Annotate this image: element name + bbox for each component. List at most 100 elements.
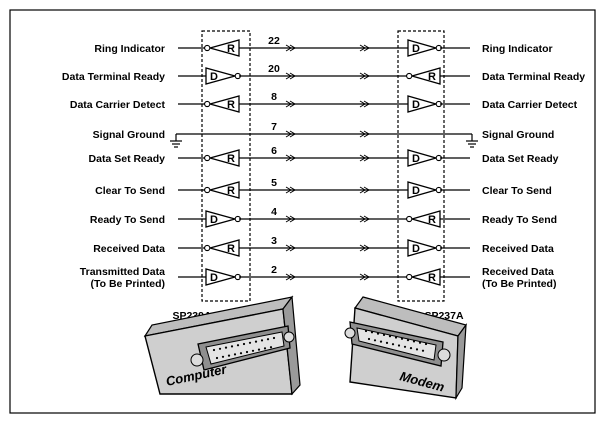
- left-gate-type: D: [210, 71, 218, 83]
- left-gate-type: D: [210, 272, 218, 284]
- connector-chevron: [285, 130, 292, 138]
- connector-chevron: [285, 186, 292, 194]
- inverter-bubble: [204, 186, 211, 194]
- connector-chevron: [359, 215, 366, 223]
- right-gate-type: D: [412, 185, 420, 197]
- connector-chevron: [285, 154, 292, 162]
- pin-number: 8: [271, 91, 277, 103]
- connector-chevron: [363, 154, 370, 162]
- connector-chevron: [363, 215, 370, 223]
- connector-chevron: [285, 244, 292, 252]
- connector-chevron: [285, 273, 292, 281]
- right-gate-type: D: [412, 153, 420, 165]
- diagram-border: [9, 9, 596, 414]
- connector-pins: [364, 329, 428, 352]
- right-driver-gate: [407, 239, 439, 257]
- inverter-bubble: [406, 215, 413, 223]
- right-signal-sublabel: (To Be Printed): [482, 278, 556, 290]
- connector-chevron: [359, 273, 366, 281]
- right-signal-label: Ready To Send: [482, 214, 557, 226]
- connector-chevron: [363, 72, 370, 80]
- right-signal-label: Ring Indicator: [482, 43, 553, 55]
- right-driver-gate: [407, 149, 439, 167]
- inverter-bubble: [204, 244, 211, 252]
- left-signal-label: Transmitted Data: [80, 266, 165, 278]
- pin-number: 2: [271, 264, 277, 276]
- right-driver-gate: [407, 39, 439, 57]
- inverter-bubble: [406, 72, 413, 80]
- left-driver-gate: [205, 210, 238, 228]
- right-signal-label: Received Data: [482, 266, 554, 278]
- left-signal-label: Clear To Send: [95, 185, 165, 197]
- pin-number: 20: [268, 63, 280, 75]
- computer-connector: Computer: [143, 295, 301, 396]
- connector-chevron: [285, 100, 292, 108]
- pin-number: 7: [271, 121, 277, 133]
- left-driver-gate: [205, 268, 238, 286]
- left-signal-label: Signal Ground: [93, 129, 165, 141]
- right-driver-gate: [407, 181, 439, 199]
- connector-chevron: [359, 130, 366, 138]
- right-signal-label: Received Data: [482, 243, 554, 255]
- left-gate-type: R: [227, 43, 235, 55]
- connector-chevron: [289, 244, 296, 252]
- connector-chevron: [363, 100, 370, 108]
- right-signal-label: Data Terminal Ready: [482, 71, 585, 83]
- left-gate-type: R: [227, 99, 235, 111]
- pin-number: 3: [271, 235, 277, 247]
- connector-chevron: [289, 72, 296, 80]
- right-driver-box: [397, 30, 445, 302]
- connector-chevron: [285, 215, 292, 223]
- connector-chevron: [359, 186, 366, 194]
- connector-chevron: [359, 44, 366, 52]
- left-signal-label: Ring Indicator: [94, 43, 165, 55]
- left-driver-box: [201, 30, 251, 302]
- inverter-bubble: [204, 44, 211, 52]
- right-gate-type: R: [428, 272, 436, 284]
- connector-pins: [212, 336, 276, 360]
- inverter-bubble: [204, 154, 211, 162]
- right-signal-label: Clear To Send: [482, 185, 552, 197]
- right-driver-gate: [407, 95, 439, 113]
- inverter-bubble: [204, 100, 211, 108]
- connector-chevron: [285, 72, 292, 80]
- connector-chevron: [285, 44, 292, 52]
- right-signal-label: Data Set Ready: [482, 153, 559, 165]
- right-signal-label: Signal Ground: [482, 129, 554, 141]
- pin-number: 5: [271, 177, 277, 189]
- db25-connector-icon: [190, 325, 295, 371]
- connector-chevron: [363, 244, 370, 252]
- modem-plate-edge: [455, 322, 467, 401]
- left-gate-type: R: [227, 243, 235, 255]
- connector-chevron: [359, 244, 366, 252]
- connector-chevron: [289, 154, 296, 162]
- right-gate-type: D: [412, 243, 420, 255]
- connector-chevron: [289, 130, 296, 138]
- db25-connector-icon: [344, 321, 451, 367]
- modem-connector: Modem: [344, 296, 467, 401]
- connector-chevron: [363, 186, 370, 194]
- pin-number: 6: [271, 145, 277, 157]
- left-driver-gate: [205, 67, 238, 85]
- right-gate-type: R: [428, 214, 436, 226]
- right-gate-type: D: [412, 43, 420, 55]
- computer-plate-edge: [282, 295, 301, 396]
- left-gate-type: R: [227, 153, 235, 165]
- connector-chevron: [363, 44, 370, 52]
- connector-chevron: [289, 100, 296, 108]
- connector-chevron: [363, 273, 370, 281]
- right-gate-type: D: [412, 99, 420, 111]
- left-gate-type: R: [227, 185, 235, 197]
- left-signal-label: Received Data: [93, 243, 165, 255]
- pin-number: 4: [271, 206, 277, 218]
- connector-chevron: [363, 130, 370, 138]
- connector-chevron: [359, 100, 366, 108]
- left-signal-label: Data Set Ready: [89, 153, 166, 165]
- connector-chevron: [289, 44, 296, 52]
- left-signal-sublabel: (To Be Printed): [91, 278, 165, 290]
- connector-chevron: [289, 186, 296, 194]
- left-signal-label: Data Carrier Detect: [70, 99, 166, 111]
- left-gate-type: D: [210, 214, 218, 226]
